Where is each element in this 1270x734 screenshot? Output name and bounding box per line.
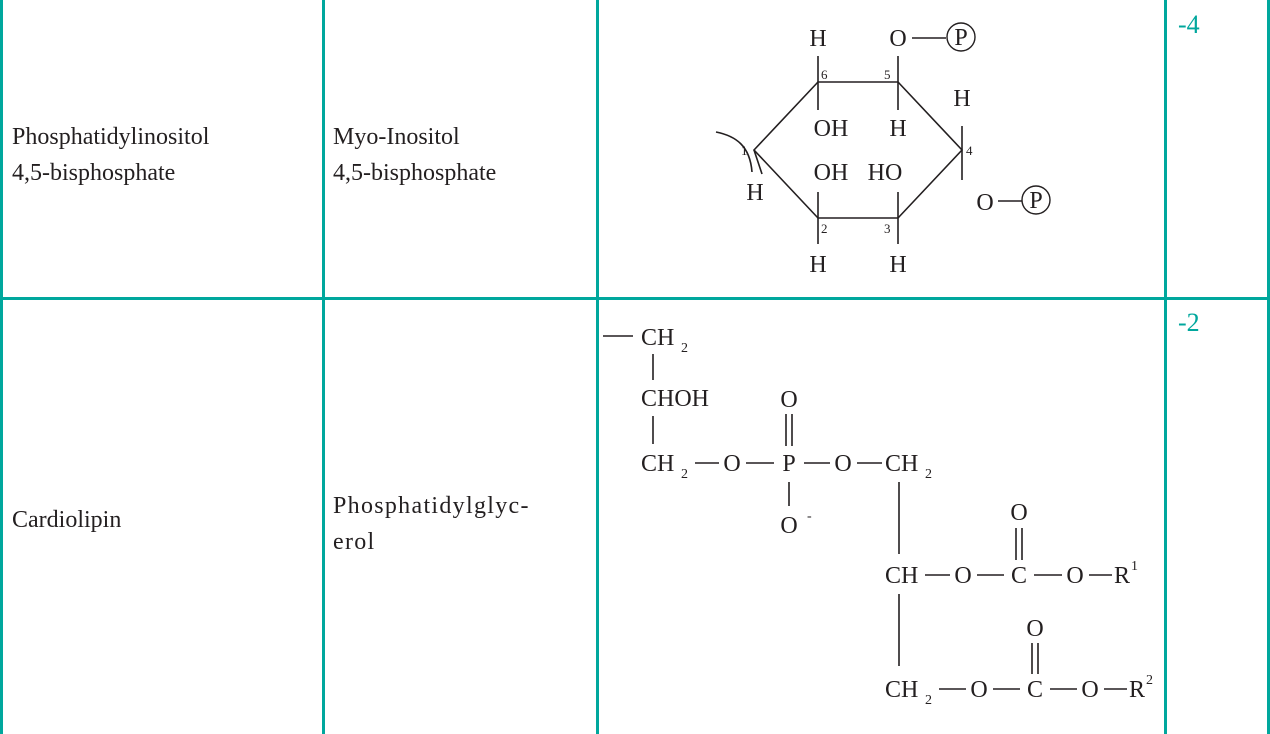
atom-h-c2: H — [809, 252, 826, 278]
atom-o-ester1: O — [723, 451, 740, 477]
group-ch-top: CH — [641, 325, 674, 351]
table-border-col4 — [1164, 0, 1167, 734]
sub-2-right: 2 — [925, 467, 932, 482]
atom-o-ester2: O — [834, 451, 851, 477]
charge-row1: -4 — [1178, 10, 1200, 39]
minus-sign: - — [807, 509, 812, 524]
atom-o-ester6: O — [1081, 677, 1098, 703]
atom-o-c5: O — [889, 26, 906, 52]
lipid-name-row2: Cardiolipin — [12, 507, 122, 533]
table-border-col3 — [596, 0, 599, 734]
atom-o-double-c1: O — [1010, 500, 1027, 526]
atom-h-c4-top: H — [953, 86, 970, 112]
phosphatidylglycerol-structure: CH 2 CHOH CH 2 O P O CH 2 O O - CH O C O… — [603, 325, 1153, 708]
group-r2: R — [1129, 677, 1145, 703]
atom-o-minus: O — [780, 513, 797, 539]
table-row-divider — [0, 297, 1270, 300]
group-choh: CHOH — [641, 386, 709, 412]
position-2: 2 — [821, 221, 828, 236]
atom-h-c1: H — [746, 180, 763, 206]
atom-c1: C — [1011, 563, 1027, 589]
atom-h-c3: H — [889, 252, 906, 278]
position-6: 6 — [821, 67, 828, 82]
sup-1: 1 — [1131, 559, 1138, 574]
atom-o-c4: O — [976, 190, 993, 216]
atom-p-c4: P — [1029, 188, 1042, 214]
position-3: 3 — [884, 221, 891, 236]
atom-h-c5-down: H — [889, 116, 906, 142]
position-4: 4 — [966, 143, 973, 158]
head-group-row1: Myo-Inositol 4,5-bisphosphate — [333, 124, 497, 186]
sub-2-mid: 2 — [681, 467, 688, 482]
group-ch-mid: CH — [641, 451, 674, 477]
atom-o-ester3: O — [954, 563, 971, 589]
sub-2-top: 2 — [681, 341, 688, 356]
phosphate-circle-c5 — [946, 22, 976, 52]
atom-c2: C — [1027, 677, 1043, 703]
head-group-row2: Phosphatidylglyc- erol — [333, 493, 530, 555]
phosphate-circle-c4 — [1021, 185, 1051, 215]
atom-p-c5: P — [954, 25, 967, 51]
atom-o-double-c2: O — [1026, 616, 1043, 642]
group-ho-c3: HO — [868, 160, 903, 186]
ring-linkage-arc — [715, 131, 753, 173]
group-ch-right: CH — [885, 451, 918, 477]
sup-2: 2 — [1146, 673, 1153, 688]
atom-h-c6: H — [809, 26, 826, 52]
group-oh-c6: OH — [814, 116, 849, 142]
atom-o-ester5: O — [970, 677, 987, 703]
atom-o-double-p: O — [780, 387, 797, 413]
inositol-hexagon — [752, 81, 964, 219]
atom-p: P — [782, 451, 795, 477]
table-border-col2 — [322, 0, 325, 734]
table-border-left — [0, 0, 3, 734]
group-ch-lower: CH — [885, 563, 918, 589]
sub-2-bottom: 2 — [925, 693, 932, 708]
bond-c1-h — [753, 149, 763, 175]
position-1: 1 — [741, 143, 748, 158]
table-border-right — [1267, 0, 1270, 734]
position-5: 5 — [884, 67, 891, 82]
group-ch-bottom: CH — [885, 677, 918, 703]
charge-row2: -2 — [1178, 308, 1200, 337]
atom-o-ester4: O — [1066, 563, 1083, 589]
lipid-name-row1: Phosphatidylinositol 4,5-bisphosphate — [12, 124, 210, 186]
group-oh-c2: OH — [814, 160, 849, 186]
group-r1: R — [1114, 563, 1130, 589]
inositol-ring: H O P H OH H OH HO H O P H H 6 5 1 4 2 3 — [715, 22, 1051, 278]
